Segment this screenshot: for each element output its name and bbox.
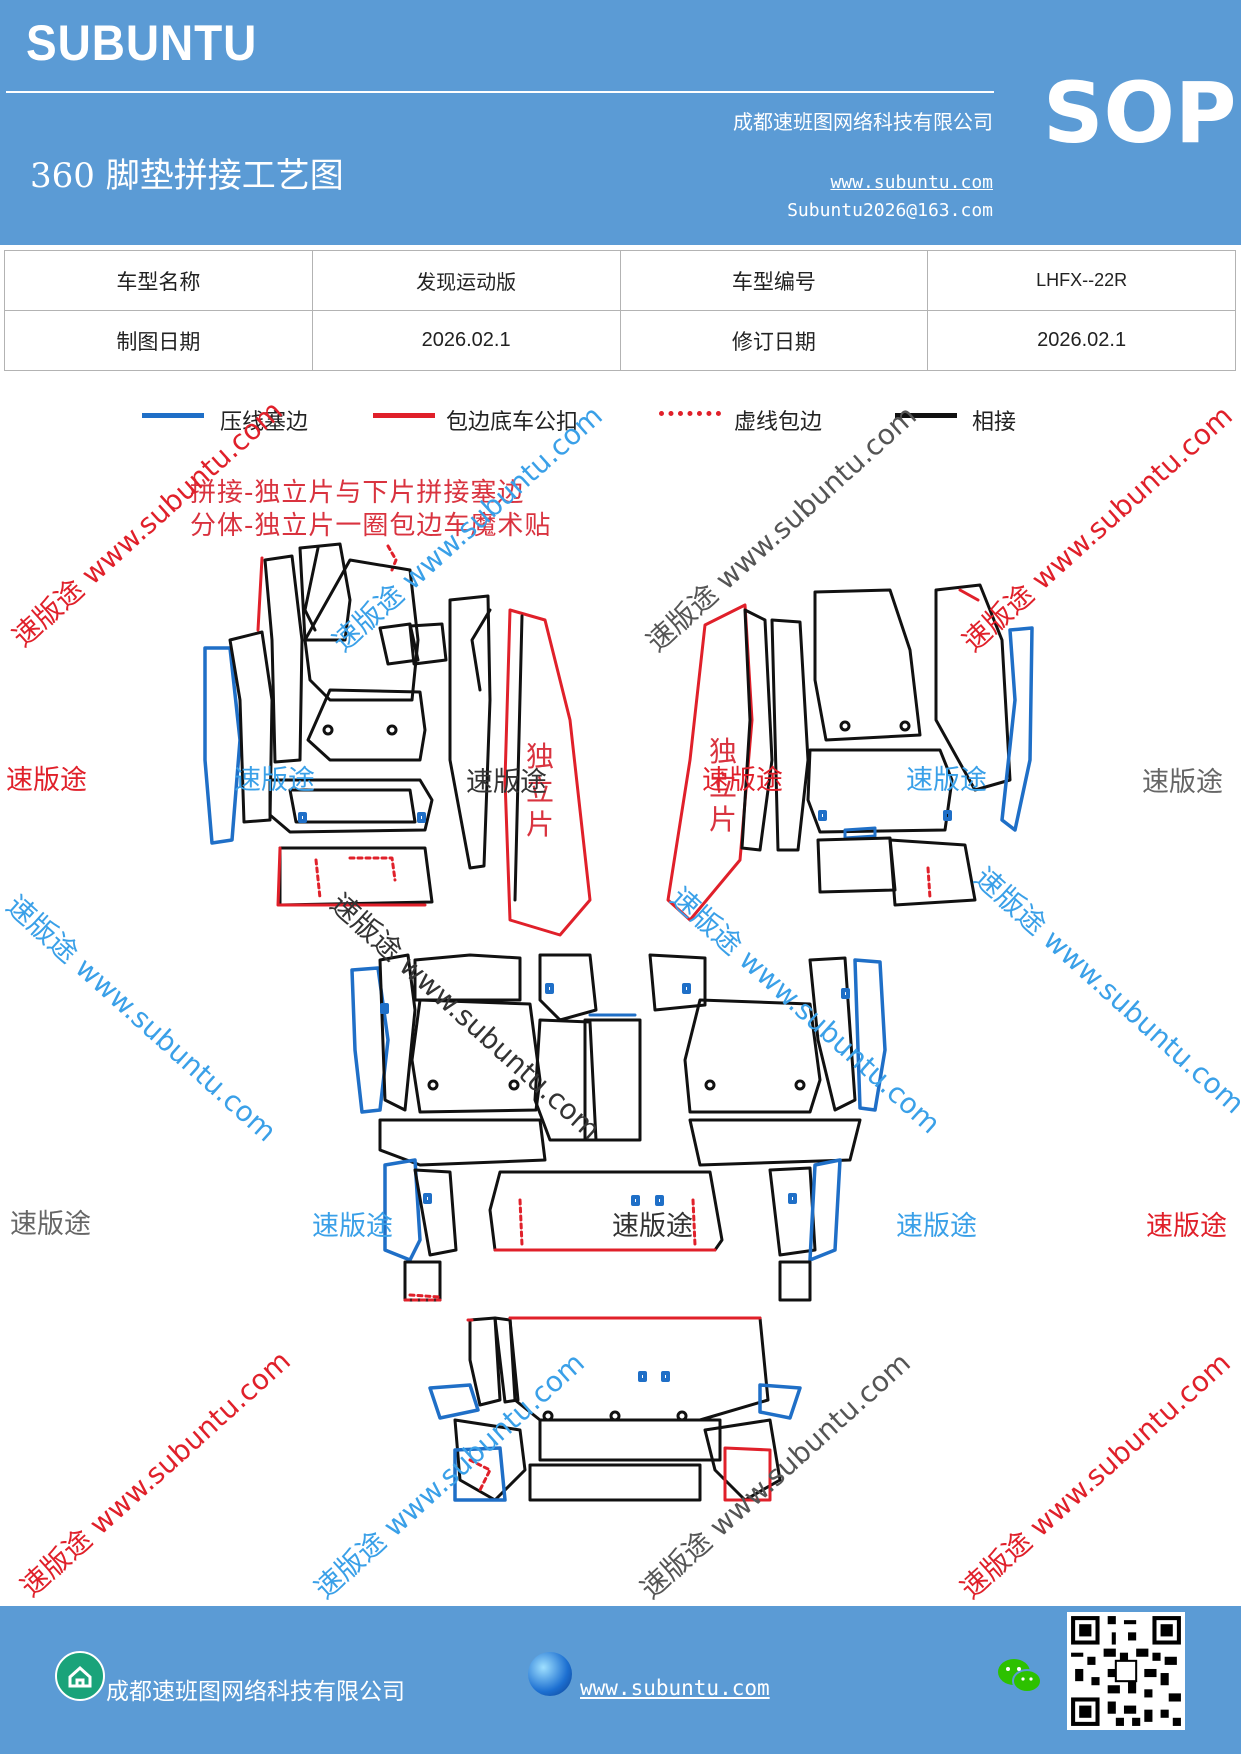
middle-floor-mat-group (383, 1158, 842, 1302)
table-row: 制图日期 2026.02.1 修订日期 2026.02.1 (4, 310, 1236, 371)
watermark-brand: 速版途 (896, 1211, 977, 1242)
watermark-brand: 速版途 (1146, 1211, 1227, 1242)
vehicle-info-table: 车型名称 发现运动版 车型编号 LHFX--22R 制图日期 2026.02.1… (4, 250, 1236, 371)
table-cell-label: 车型名称 (4, 250, 313, 311)
table-cell-label: 车型编号 (619, 250, 929, 311)
watermark-brand: 速版途 (312, 1211, 393, 1242)
rear-trunk-mat-group (428, 1316, 802, 1502)
table-row: 车型名称 发现运动版 车型编号 LHFX--22R (4, 250, 1236, 311)
brand-logo: SUBUNTU (26, 15, 258, 71)
front-left-mat-group (203, 542, 592, 937)
watermark-brand: 速版途 (1142, 767, 1223, 798)
legend-label: 压线塞边 (220, 410, 309, 435)
table-cell-label: 制图日期 (4, 310, 313, 371)
legend-black-line (895, 413, 957, 418)
table-cell-value: LHFX--22R (927, 250, 1236, 311)
wechat-icon[interactable] (996, 1655, 1044, 1697)
legend-blue-line (142, 413, 204, 418)
watermark-brand: 速版途 (906, 765, 987, 796)
globe-icon (528, 1652, 572, 1696)
header-divider (6, 91, 994, 93)
header-email: Subuntu2026@163.com (787, 200, 993, 221)
table-cell-value: 2026.02.1 (927, 310, 1236, 371)
watermark-brand: 速版途 (702, 765, 783, 796)
legend-red-dotted-line (659, 411, 721, 416)
qr-code[interactable] (1067, 1612, 1185, 1730)
standalone-piece-label-left: 独立片 (525, 740, 554, 841)
home-icon (55, 1651, 105, 1701)
table-cell-label: 修订日期 (619, 310, 929, 371)
legend-label: 包边底车公扣 (446, 410, 579, 435)
legend-label: 相接 (972, 410, 1017, 435)
watermark-brand: 速版途 (466, 767, 547, 798)
document-title: 360 脚垫拼接工艺图 (30, 156, 344, 196)
note-splice: 拼接-独立片与下片拼接塞边 (190, 478, 525, 508)
legend-red-line (373, 413, 435, 418)
header-website-link[interactable]: www.subuntu.com (830, 172, 993, 193)
sop-badge: SOP (1043, 64, 1237, 162)
table-cell-value: 2026.02.1 (311, 310, 621, 371)
note-split: 分体-独立片一圈包边车魔术贴 (190, 511, 552, 541)
watermark-brand: 速版途 (6, 765, 87, 796)
header-company: 成都速班图网络科技有限公司 (733, 110, 993, 134)
legend-label: 虚线包边 (734, 410, 823, 435)
second-row-mat-group (350, 953, 887, 1167)
front-right-mat-group (666, 583, 1034, 922)
watermark-brand: 速版途 (10, 1209, 91, 1240)
standalone-piece-label-right: 独立片 (708, 735, 737, 836)
table-cell-value: 发现运动版 (311, 250, 621, 311)
watermark-brand: 速版途 (234, 765, 315, 796)
header-banner (0, 0, 1241, 245)
footer-website-link[interactable]: www.subuntu.com (580, 1676, 770, 1700)
footer-company: 成都速班图网络科技有限公司 (106, 1679, 405, 1705)
watermark-brand: 速版途 (612, 1211, 693, 1242)
